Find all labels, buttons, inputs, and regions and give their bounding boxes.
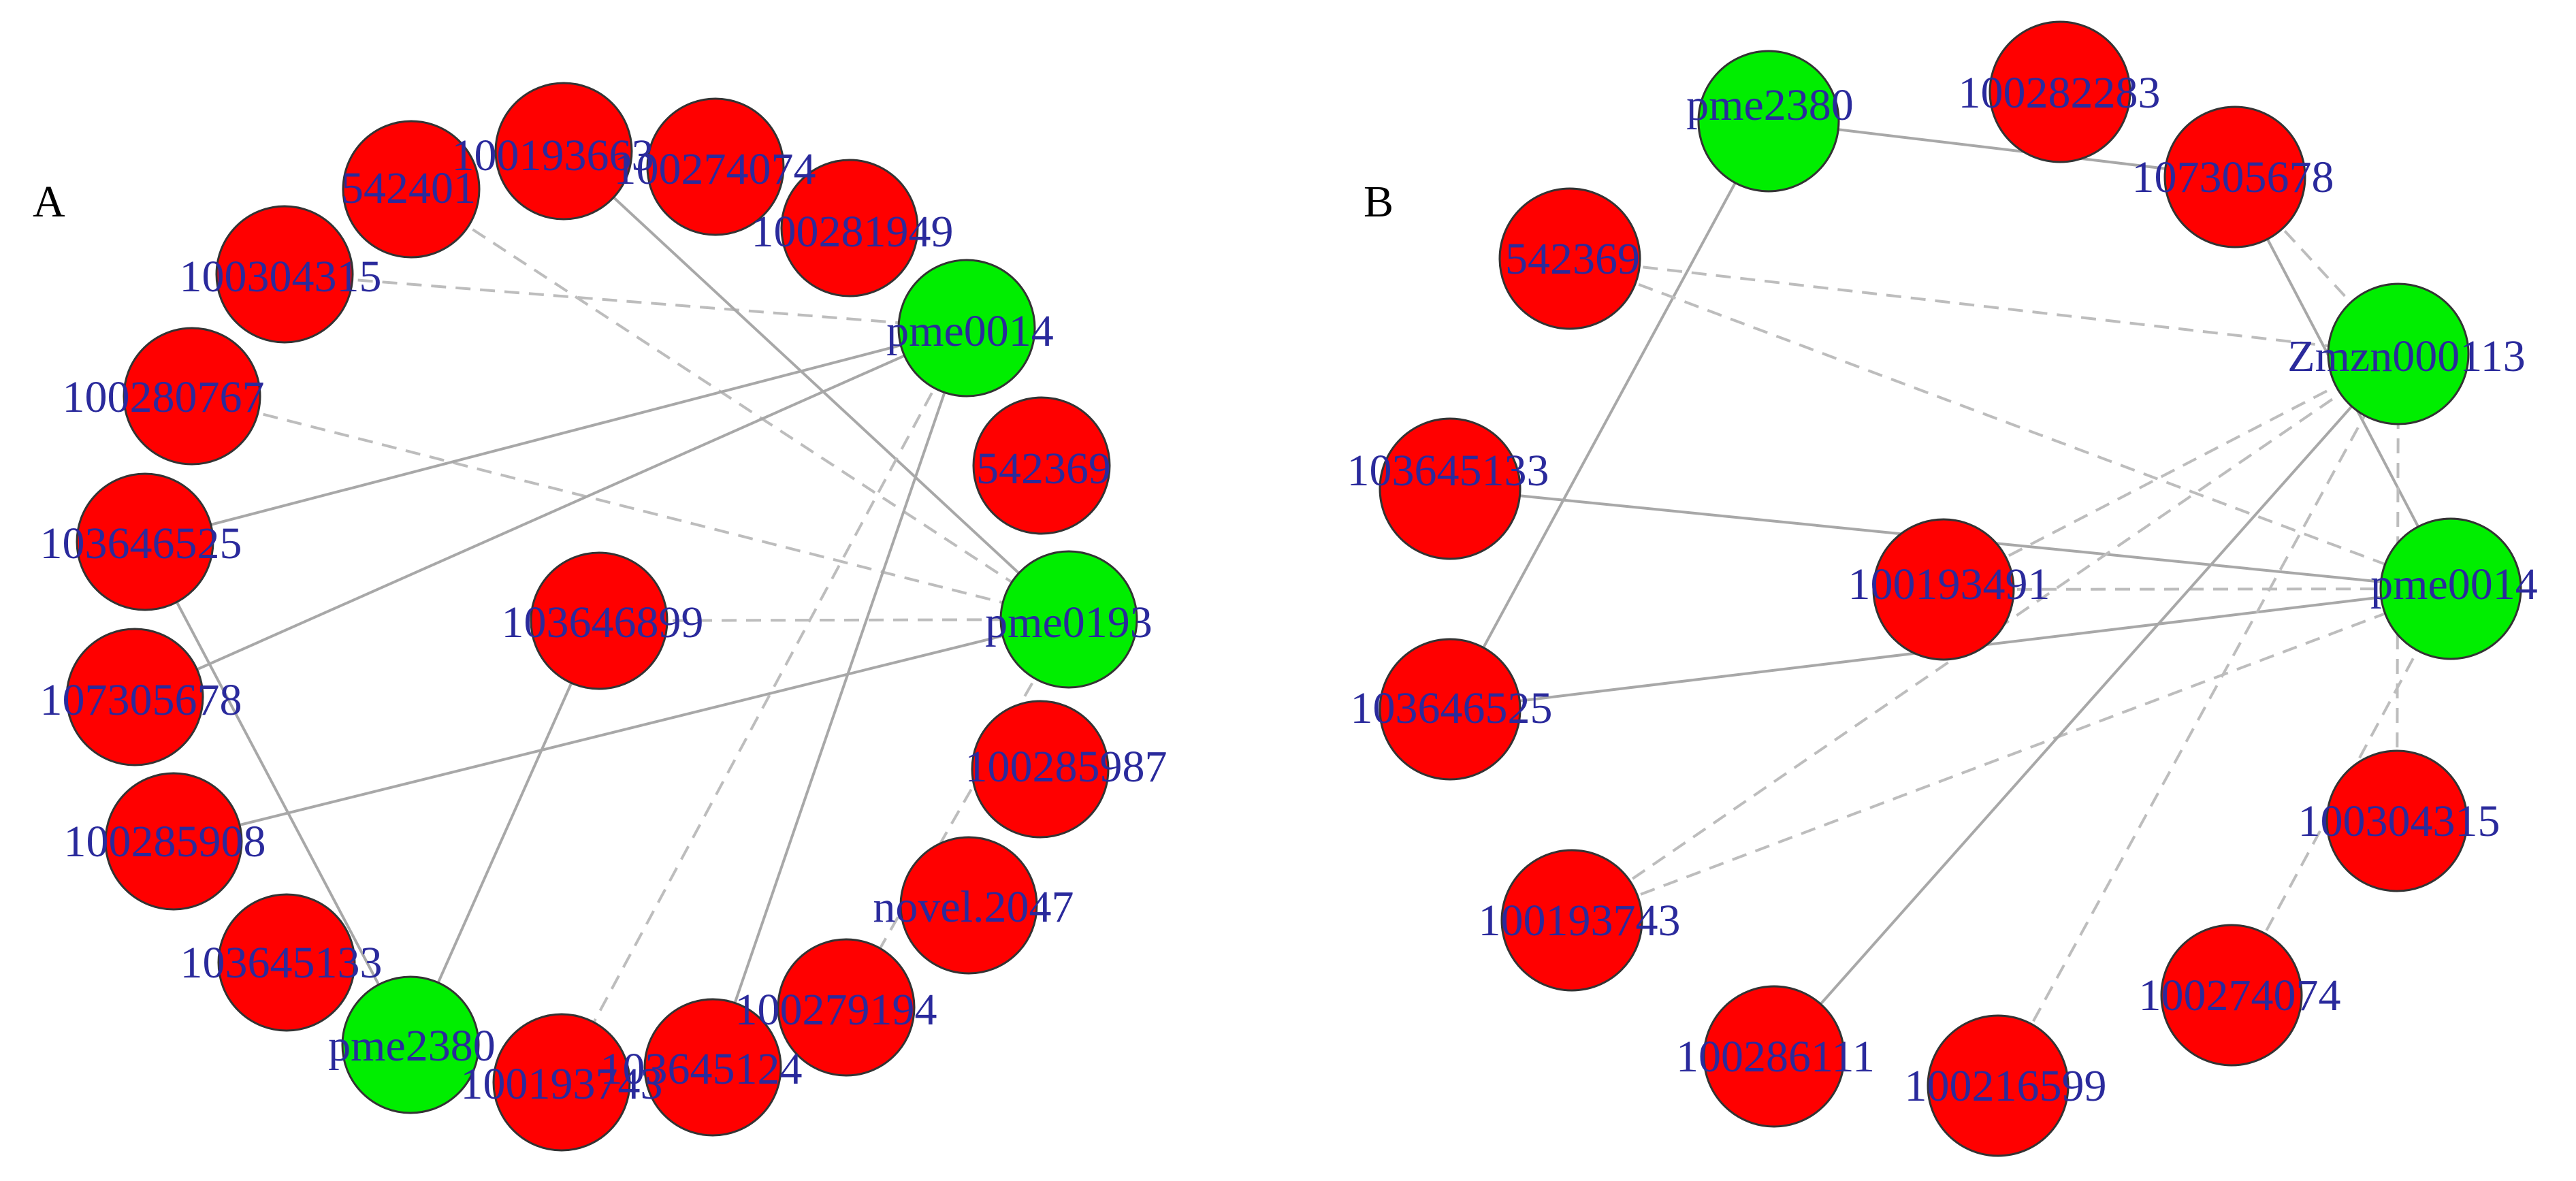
panel-b-node-label-100304315: 100304315 — [2298, 796, 2500, 846]
panel-a-edge-103646899-pme2380 — [409, 620, 600, 1046]
panel-b-node-label-100193491: 100193491 — [1848, 560, 2050, 609]
panel-b-edge-100193743-pme0014 — [1571, 587, 2451, 922]
panel-b-node-label-103646525: 103646525 — [1351, 683, 1553, 733]
panel-a-edge-pme0014-100193743 — [560, 327, 968, 1083]
panel-a-node-100279194 — [777, 938, 916, 1077]
panel-a-edge-100285908-pme0193 — [173, 618, 1069, 843]
panel-b-edge-100216599-Zmzn000113 — [1997, 353, 2400, 1086]
panel-b-node-pme0014 — [2379, 517, 2522, 660]
panel-b-node-Zmzn000113 — [2327, 282, 2470, 425]
panel-a-node-107305678 — [65, 628, 204, 766]
panel-b-node-label-pme0014: pme0014 — [2370, 560, 2538, 609]
panel-a-node-label-103645124: 103645124 — [600, 1044, 803, 1094]
panel-a-node-103646525 — [76, 472, 214, 611]
panel-a-node-novel-2047 — [899, 836, 1038, 975]
panel-b-node-103646525 — [1379, 638, 1522, 781]
panel-a-edges — [134, 150, 1070, 1083]
panel-a-node-542401 — [342, 120, 481, 259]
panel-b-node-label-100193743: 100193743 — [1479, 896, 1681, 945]
panel-a-edge-100304315-pme0014 — [284, 273, 967, 329]
panel-b-node-100286111 — [1703, 985, 1846, 1128]
panel-a-node-100274074 — [646, 97, 785, 236]
panel-a-edge-103646525-pme2380 — [144, 541, 412, 1046]
panel-a-node-label-100280767: 100280767 — [63, 372, 265, 422]
panel-b-node-100274074 — [2160, 924, 2303, 1067]
panel-a-node-label-100281949: 100281949 — [752, 207, 954, 257]
panel-a-node-label-novel-2047: novel.2047 — [873, 882, 1074, 932]
panel-a-node-100193663 — [494, 82, 633, 221]
panel-b-node-100216599 — [1927, 1014, 2070, 1157]
panel-a-node-label-pme0014: pme0014 — [886, 306, 1054, 356]
panel-b-node-label-Zmzn000113: Zmzn000113 — [2287, 331, 2526, 381]
panel-a-node-100193743 — [492, 1013, 631, 1152]
panel-b-letter: B — [1364, 177, 1394, 227]
panel-a-node-label-100304315: 100304315 — [180, 252, 382, 302]
panel-a-node-103645124 — [643, 998, 782, 1137]
panel-b-node-100193743 — [1500, 849, 1643, 992]
panel-b-node-103645133 — [1379, 417, 1522, 560]
panel-a-node-100285908 — [104, 772, 243, 911]
panel-a-node-103645133 — [217, 893, 356, 1032]
panel-b-edge-pme2380-103646525 — [1449, 120, 1770, 710]
panel-a-node-label-103646525: 103646525 — [40, 519, 242, 568]
panel-a-edge-100280767-pme0193 — [191, 395, 1069, 621]
panel-a-letter: A — [33, 177, 65, 227]
panel-a-node-label-100274074: 100274074 — [614, 144, 816, 194]
panel-b-edge-542369-pme0014 — [1569, 257, 2451, 590]
panel-a-edge-103646899-pme0193 — [598, 618, 1069, 622]
panel-b-network: B pme2380 100282283 107305678 542369Zmzn000… — [1347, 20, 2538, 1157]
panel-a-node-label-100193663: 100193663 — [452, 131, 654, 180]
panel-a-node-100281949 — [780, 159, 919, 297]
panel-a-node-label-542369: 542369 — [976, 444, 1111, 494]
panel-b-node-542369 — [1498, 187, 1641, 330]
panel-b-node-label-100286111: 100286111 — [1676, 1032, 1875, 1082]
panel-a-node-label-107305678: 107305678 — [40, 675, 242, 725]
panel-a-edge-pme0014-103645124 — [711, 327, 968, 1068]
panel-a-node-542369 — [972, 396, 1111, 535]
panel-b-node-100282283 — [1989, 20, 2131, 163]
panel-a-node-pme2380 — [341, 975, 480, 1114]
panel-b-node-label-103645133: 103645133 — [1347, 446, 1549, 496]
panel-a-node-pme0193 — [999, 550, 1138, 689]
panel-b-node-label-542369: 542369 — [1505, 234, 1640, 284]
panel-b-node-label-100274074: 100274074 — [2139, 971, 2341, 1020]
panel-a-node-label-542401: 542401 — [341, 163, 476, 213]
panel-a-node-100285987 — [971, 700, 1110, 839]
panel-b-nodes: pme2380 100282283 107305678 542369Zmzn00011… — [1347, 20, 2538, 1157]
panel-a-node-label-103646899: 103646899 — [502, 598, 704, 647]
panel-a-node-103646899 — [530, 551, 669, 690]
panel-b-node-pme2380 — [1697, 50, 1840, 193]
panel-b-node-label-107305678: 107305678 — [2132, 152, 2334, 202]
panel-b-edge-542369-Zmzn000113 — [1569, 257, 2399, 355]
panel-b-edge-100193491-Zmzn000113 — [1943, 353, 2399, 591]
panel-b-edge-100286111-Zmzn000113 — [1773, 353, 2400, 1058]
panel-a-edge-107305678-pme0014 — [134, 327, 967, 698]
panel-a-node-label-100279194: 100279194 — [735, 985, 937, 1035]
panel-a-node-100280767 — [123, 327, 261, 466]
panel-a-edge-100193663-pme0193 — [562, 150, 1070, 621]
panel-a-edge-pme0193-100279194 — [845, 619, 1070, 1008]
panel-b-edge-pme2380-107305678 — [1768, 120, 2236, 178]
panel-a-edge-542401-pme0193 — [410, 188, 1070, 621]
panel-a-node-label-pme2380: pme2380 — [328, 1021, 496, 1071]
panel-b-node-label-pme2380: pme2380 — [1686, 80, 1854, 130]
panel-a-node-label-100285987: 100285987 — [965, 742, 1168, 792]
panel-b-node-100193491 — [1872, 518, 2015, 661]
panel-a-node-100304315 — [215, 205, 354, 344]
panel-a-node-pme0014 — [897, 259, 1036, 398]
panel-a-node-label-100193743: 100193743 — [461, 1059, 663, 1109]
panel-a-node-label-pme0193: pme0193 — [985, 598, 1153, 647]
panel-a-edge-103646525-pme0014 — [144, 327, 967, 543]
panel-a-node-label-100285908: 100285908 — [64, 817, 266, 867]
panel-b-node-label-100216599: 100216599 — [1905, 1061, 2107, 1111]
panel-b-node-107305678 — [2163, 106, 2306, 248]
panel-b-node-label-100282283: 100282283 — [1959, 68, 2161, 118]
panel-a-node-label-103645133: 103645133 — [180, 938, 383, 988]
panel-b-node-100304315 — [2325, 749, 2468, 892]
